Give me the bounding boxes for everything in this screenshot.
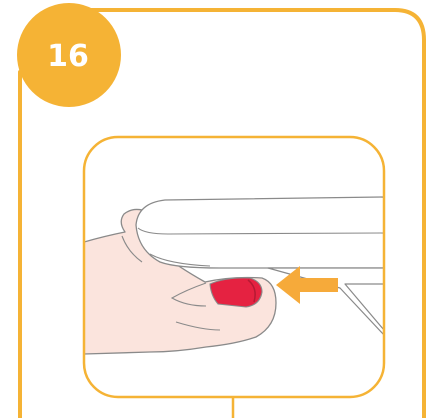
step-number: 16 <box>47 39 89 74</box>
step-number-badge: 16 <box>17 3 121 107</box>
red-release-button <box>210 278 262 307</box>
illustration-content <box>84 197 384 354</box>
device-body <box>136 197 384 268</box>
